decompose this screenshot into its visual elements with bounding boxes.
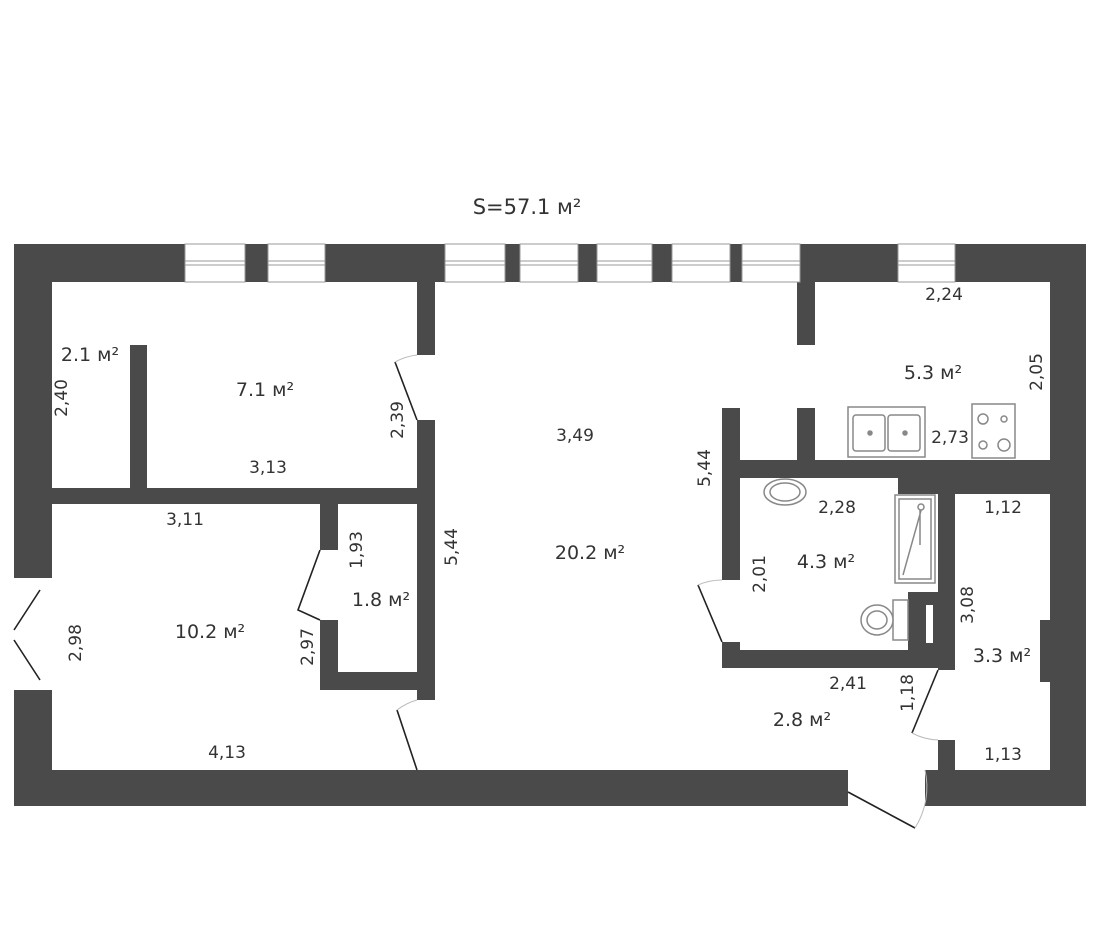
window [444, 243, 506, 283]
toilet-icon [860, 599, 909, 641]
wall-left-upper [14, 244, 52, 578]
dimension-label: 3,11 [166, 510, 204, 530]
wall-inner [52, 488, 435, 504]
wall-inner [722, 650, 955, 668]
room-area-label: 10.2 м² [174, 621, 246, 643]
dimension-label: 5,44 [695, 449, 715, 487]
double-door [13, 589, 41, 681]
doors [13, 354, 939, 829]
wall-inner [320, 504, 338, 550]
wall-inner [417, 420, 435, 700]
dimension-label: 2,40 [52, 379, 72, 417]
door [396, 709, 418, 771]
wall-inner [797, 408, 815, 468]
dimension-label: 2,41 [829, 674, 867, 694]
door [296, 549, 321, 621]
shower-icon [894, 494, 936, 584]
total-area: S=57.1 м² [472, 195, 582, 219]
wall-inner [938, 478, 955, 670]
dimension-label: 2,05 [1027, 353, 1047, 391]
room-area-label: 4.3 м² [796, 551, 856, 573]
wall-inner [417, 282, 435, 355]
dimension-label: 2,24 [925, 285, 963, 305]
wall-bump [1040, 620, 1052, 682]
dimension-label: 1,13 [984, 745, 1022, 765]
wall-bottom-left [14, 770, 848, 806]
dimension-label: 3,49 [556, 426, 594, 446]
dimension-label: 1,93 [347, 531, 367, 569]
double-sink-icon [847, 406, 926, 458]
window [741, 243, 801, 283]
window [184, 243, 246, 283]
washbasin-icon [763, 478, 807, 506]
entrance-door [847, 791, 916, 829]
door [394, 361, 418, 421]
window [897, 243, 956, 283]
niche [926, 605, 933, 643]
wall-inner [320, 672, 418, 690]
dimension-label: 2,39 [388, 401, 408, 439]
room-area-label: 5.3 м² [903, 362, 963, 384]
room-area-label: 20.2 м² [554, 542, 626, 564]
room-area-label: 2.8 м² [772, 709, 832, 731]
dimension-label: 5,44 [442, 528, 462, 566]
windows [184, 243, 956, 283]
window [671, 243, 731, 283]
dimension-label: 1,18 [898, 674, 918, 712]
wall-inner [130, 345, 147, 488]
window [596, 243, 653, 283]
window [267, 243, 326, 283]
room-area-label: 7.1 м² [235, 379, 295, 401]
stove-icon [971, 403, 1016, 459]
wall-inner [898, 460, 1050, 494]
dimension-label: 2,97 [298, 628, 318, 666]
door [697, 584, 723, 643]
dimension-label: 1,12 [984, 498, 1022, 518]
wall-inner [908, 592, 938, 652]
wall-inner [722, 408, 740, 580]
room-area-label: 1.8 м² [351, 589, 411, 611]
room-area-label: 2.1 м² [60, 344, 120, 366]
dimension-label: 3,08 [958, 586, 978, 624]
walls [14, 244, 1086, 806]
fixtures [763, 403, 1016, 641]
dimension-label: 3,13 [249, 458, 287, 478]
window [519, 243, 579, 283]
wall-right [1050, 244, 1086, 806]
wall-inner [797, 282, 815, 345]
wall-inner [938, 740, 955, 780]
dimension-label: 2,98 [66, 624, 86, 662]
dimension-label: 2,01 [750, 555, 770, 593]
door [911, 669, 939, 734]
dimension-label: 4,13 [208, 743, 246, 763]
dimension-label: 2,28 [818, 498, 856, 518]
dimension-label: 2,73 [931, 428, 969, 448]
room-area-label: 3.3 м² [972, 645, 1032, 667]
